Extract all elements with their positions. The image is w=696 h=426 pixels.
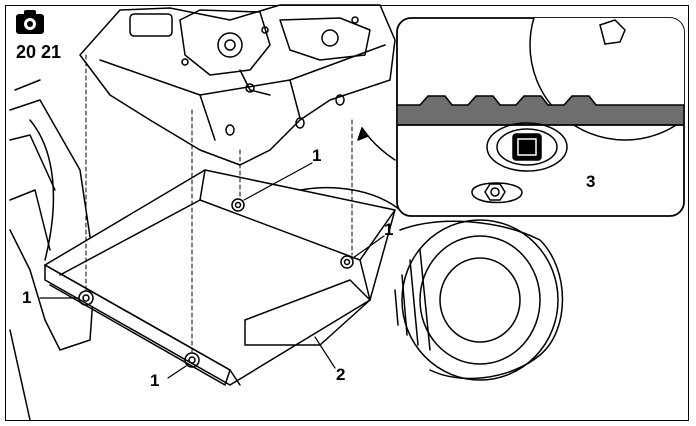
callout-1-bottom: 1 — [150, 371, 160, 390]
detail-arrow — [361, 127, 396, 161]
detail-inset — [396, 17, 685, 217]
left-frame — [9, 79, 96, 421]
callout-2: 2 — [336, 365, 346, 384]
wheel — [394, 219, 564, 381]
callout-1-left: 1 — [22, 288, 32, 307]
alignment-lines — [85, 54, 353, 353]
figure-numbers: 20 21 — [16, 42, 62, 62]
engine-housing — [79, 4, 396, 166]
guard-plate — [44, 169, 396, 386]
bolts — [78, 198, 354, 368]
callout-3: 3 — [586, 172, 596, 191]
detail-arrow-head — [357, 127, 369, 141]
callout-1-right: 1 — [384, 220, 394, 239]
figure-reference: 20 21 — [10, 8, 80, 64]
callout-1-top: 1 — [312, 146, 322, 165]
camera-icon — [16, 10, 44, 34]
